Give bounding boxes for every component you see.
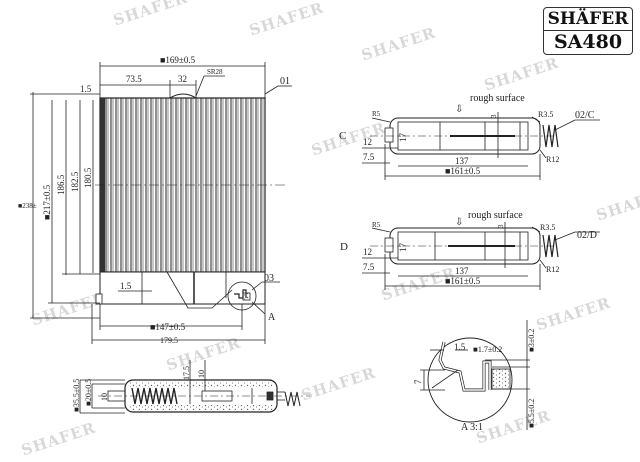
- section-c-surface-note: rough surface: [470, 93, 525, 104]
- section-d-w7-5: 7.5: [363, 262, 375, 272]
- detail-dim-h7: 7: [413, 379, 423, 384]
- section-d-h17: 17: [398, 243, 408, 253]
- dim-top-width: ■169±0.5: [160, 55, 196, 65]
- section-c-h12: 12: [363, 137, 372, 147]
- section-c-r12: R12: [546, 155, 559, 164]
- dim-bump-radius: SR28: [207, 68, 223, 76]
- section-c-w7-5: 7.5: [363, 152, 375, 162]
- arrow-down-icon: ⇩: [455, 217, 463, 228]
- callout-02d: 02/D: [577, 230, 597, 241]
- dim-height-186: 186.5: [56, 174, 66, 195]
- section-c-label: C: [339, 130, 346, 142]
- brand-label: SHÄFER SA480: [543, 7, 633, 55]
- dim-offset-left: 73.5: [126, 74, 142, 84]
- section-c-w137: 137: [455, 156, 469, 166]
- dim-height-238: ■238±: [18, 202, 37, 210]
- arrow-down-icon: ⇩: [455, 104, 463, 115]
- dim-left-margin: 1.5: [80, 84, 92, 94]
- side-dim-h10: 10: [197, 370, 206, 378]
- dim-height-182: 182.5: [70, 171, 80, 192]
- part-number: SA480: [544, 30, 632, 53]
- callout-detail-a: A: [268, 312, 276, 323]
- side-dim-h17-5: 17.5: [182, 366, 191, 380]
- section-d-w161: ■161±0.5: [445, 276, 481, 286]
- side-dim-h20: ■20±0.5: [84, 379, 93, 406]
- side-dim-h35-5: ■35.5±0.5: [72, 379, 81, 412]
- side-dim-h10-left: 10: [100, 393, 109, 401]
- section-d-r3-5: R3.5: [540, 223, 555, 232]
- section-d-label: D: [340, 241, 348, 253]
- brand-name: SHÄFER: [547, 9, 629, 29]
- detail-dim-h5-5: ■5.5±0.2: [527, 399, 536, 428]
- section-d-h12: 12: [363, 247, 372, 257]
- section-c-r3-5: R3.5: [538, 110, 553, 119]
- detail-scale-label: A 3:1: [461, 422, 483, 433]
- section-c: [362, 112, 600, 180]
- callout-03: 03: [264, 273, 274, 284]
- section-c-h3: 3: [490, 114, 498, 118]
- detail-dim-w1-5: 1.5: [454, 342, 466, 352]
- section-c-w161: ■161±0.5: [445, 166, 481, 176]
- dim-height-180: 180.5: [83, 167, 93, 188]
- dim-bottom-inner: ■147±0.5: [150, 322, 186, 332]
- section-d-r12: R12: [546, 265, 559, 274]
- section-d-surface-note: rough surface: [468, 210, 523, 221]
- section-d-h3: 3: [497, 224, 505, 228]
- side-view: [79, 360, 310, 414]
- section-c-h17: 17: [398, 133, 408, 143]
- main-view: [30, 62, 292, 344]
- dim-bump-width: 32: [178, 74, 187, 84]
- section-c-r5: R5: [372, 110, 381, 118]
- detail-a-view: [420, 320, 530, 430]
- dim-height-217: ■217±0.5: [42, 184, 52, 220]
- detail-dim-w1-7: ■1.7±0.2: [473, 345, 502, 354]
- section-d-w137: 137: [455, 266, 469, 276]
- callout-02c: 02/C: [575, 110, 595, 121]
- dim-bottom-outer: 179.5: [160, 336, 178, 345]
- dim-bottom-gap: 1.5: [120, 281, 132, 291]
- section-d: [362, 222, 600, 290]
- section-d-r5: R5: [372, 221, 381, 229]
- callout-01: 01: [280, 76, 290, 87]
- detail-dim-h3: ■3±0.2: [527, 329, 536, 352]
